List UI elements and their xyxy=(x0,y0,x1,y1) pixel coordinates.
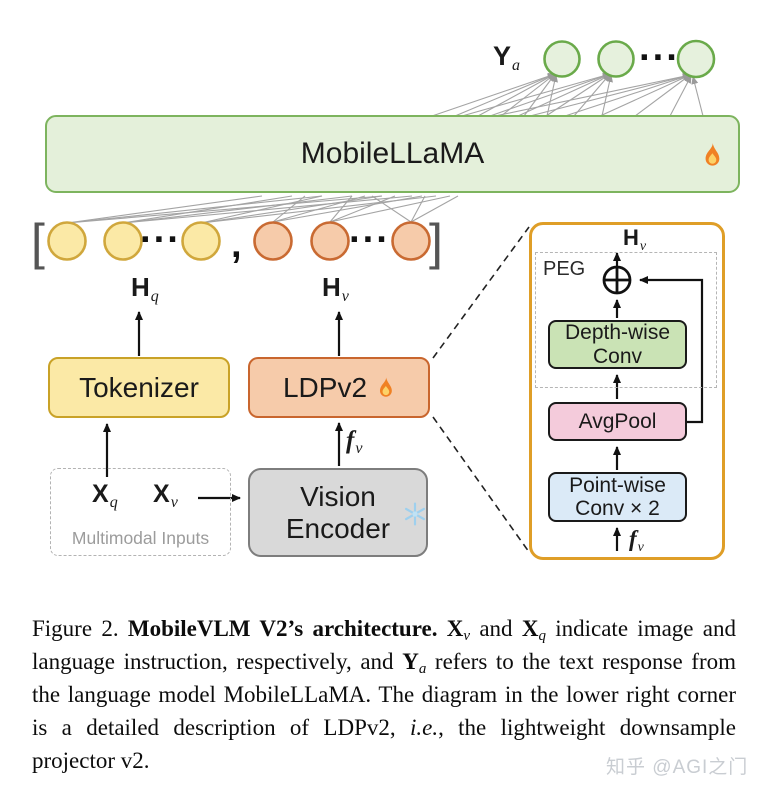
depthwise-conv-box: Depth-wise Conv xyxy=(548,320,687,369)
attention-fan-bottom xyxy=(66,195,459,224)
close-bracket: ] xyxy=(429,214,443,270)
skip-connection-line xyxy=(639,276,704,424)
fv-label: fv xyxy=(346,427,363,457)
hq-label: Hq xyxy=(131,272,159,305)
vision-encoder-box: Vision Encoder xyxy=(248,468,428,557)
text-token-ellipsis: ··· xyxy=(140,219,181,261)
vision-label-line1: Vision xyxy=(300,481,376,513)
xv-label: Xv xyxy=(153,480,178,511)
mobilellama-box: MobileLLaMA xyxy=(45,115,740,193)
watermark: 知乎 @AGI之门 xyxy=(606,757,749,778)
vision-label-line2: Encoder xyxy=(285,512,391,544)
flame-icon xyxy=(379,376,392,397)
panel-hv-label: Hv xyxy=(623,225,647,254)
attention-fan-top xyxy=(431,72,704,117)
text-token-circles xyxy=(47,221,221,261)
ldpv2-detail-panel xyxy=(529,222,725,560)
depthwise-label-line1: Depth-wise xyxy=(564,321,671,345)
pointwise-label-line2: Conv × 2 xyxy=(575,497,660,520)
xq-label: Xq xyxy=(92,480,118,511)
peg-box xyxy=(535,252,717,388)
ya-label: Ya xyxy=(493,41,521,74)
hv-label: Hv xyxy=(322,272,349,305)
depthwise-label-line2: Conv xyxy=(592,344,643,368)
output-ellipsis: ··· xyxy=(639,37,680,79)
avgpool-box: AvgPool xyxy=(548,402,687,441)
add-icon xyxy=(602,265,632,295)
zoom-connector-lines xyxy=(432,226,530,553)
pointwise-label-line1: Point-wise xyxy=(569,473,666,497)
peg-label: PEG xyxy=(543,258,586,280)
avgpool-label: AvgPool xyxy=(578,409,657,433)
tokenizer-box: Tokenizer xyxy=(48,357,230,418)
ldpv2-label: LDPv2 xyxy=(282,371,368,403)
multimodal-inputs-label: Multimodal Inputs xyxy=(71,528,210,548)
open-bracket: [ xyxy=(31,214,45,270)
figure-caption: Figure 2. MobileVLM V2’s architecture. X… xyxy=(32,616,736,773)
multimodal-inputs-box: Multimodal Inputs xyxy=(50,468,231,556)
token-separator-comma: , xyxy=(231,224,242,266)
visual-token-circles xyxy=(253,221,431,261)
output-token-circles xyxy=(543,39,716,79)
mobilellama-label: MobileLLaMA xyxy=(300,137,485,170)
panel-fv-label: fv xyxy=(629,526,644,555)
flame-icon xyxy=(705,142,720,166)
pointwise-conv-box: Point-wise Conv × 2 xyxy=(548,472,687,522)
snowflake-icon xyxy=(404,502,426,526)
tokenizer-label: Tokenizer xyxy=(79,371,199,403)
diagram-lines-layer xyxy=(47,39,716,553)
ldpv2-box: LDPv2 xyxy=(248,357,430,418)
visual-token-ellipsis: ··· xyxy=(349,219,390,261)
